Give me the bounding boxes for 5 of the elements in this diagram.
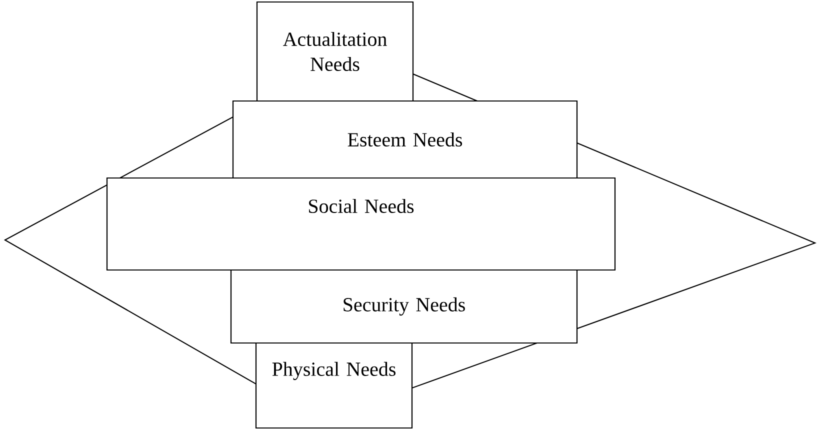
need-box: Actualitation Needs — [256, 1, 414, 102]
need-box: Physical Needs — [255, 342, 413, 429]
need-box: Security Needs — [230, 269, 578, 344]
need-box: Social Needs — [106, 177, 616, 271]
need-box: Esteem Needs — [232, 100, 578, 179]
